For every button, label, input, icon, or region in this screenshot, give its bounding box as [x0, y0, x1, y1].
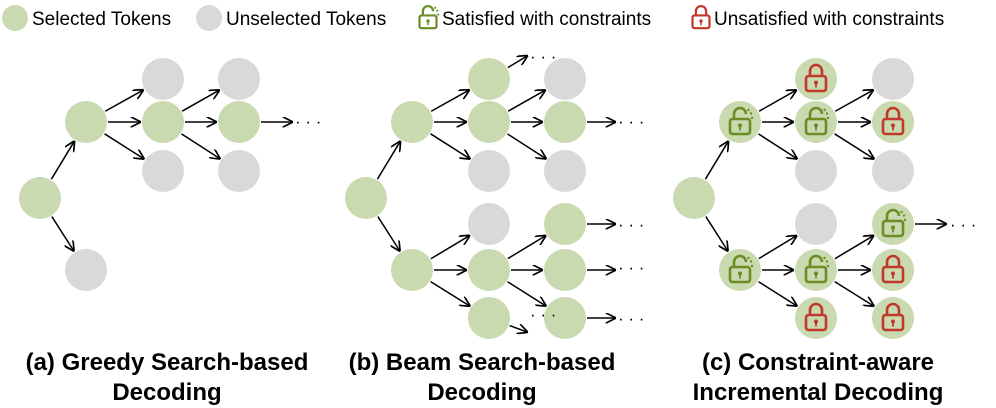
token-node-a2 [65, 249, 107, 291]
legend-unselected-swatch [196, 5, 222, 31]
legend-selected-label: Selected Tokens [32, 9, 171, 30]
edge-c0-c1 [704, 142, 728, 180]
token-node-c6 [872, 58, 914, 100]
unlocked-padlock-icon [804, 254, 830, 284]
caption-c-line1: (c) Constraint-aware [702, 349, 934, 376]
edge-a1-a5 [104, 133, 144, 159]
token-node-b8 [544, 150, 586, 192]
locked-padlock-icon [881, 254, 905, 284]
unlocked-padlock-icon [418, 5, 440, 30]
token-node-a7 [218, 101, 260, 143]
legend-unlocked-padlock-icon [418, 5, 440, 30]
locked-padlock-icon [881, 302, 905, 332]
edge-b1-b3 [430, 90, 469, 112]
edge-a4-a6 [181, 90, 219, 112]
ellipses: · · · · · · · · · · · · · · · · · · · · … [295, 47, 976, 328]
unlocked-padlock-icon [881, 208, 907, 238]
edge-c2-c11 [758, 281, 797, 306]
edge-c10-c12 [834, 236, 873, 260]
legend-locked-padlock-icon [691, 5, 711, 30]
edge-c4-c6 [834, 90, 873, 112]
edge-b2-b11 [430, 281, 470, 306]
ellipsis-b-mid: · · · [618, 112, 644, 131]
ellipsis-a: · · · [295, 112, 321, 131]
edge-a0-a1 [50, 142, 74, 180]
ellipsis-c: · · · [950, 215, 976, 234]
legend-unsatisfied-label: Unsatisfied with constraints [714, 9, 944, 30]
token-node-b9 [468, 203, 510, 245]
ellipsis-b-low2: · · · [618, 258, 644, 277]
token-node-b12 [544, 203, 586, 245]
edge-c1-c5 [758, 133, 796, 159]
legend-unselected-label: Unselected Tokens [226, 9, 386, 30]
legend: Selected Tokens Unselected Tokens Satisf… [2, 5, 944, 31]
edge-b2-b9 [430, 236, 469, 260]
caption-b-line1: (b) Beam Search-based [349, 349, 616, 376]
edges [50, 56, 946, 332]
legend-selected-swatch [2, 5, 28, 31]
locked-padlock-icon [691, 5, 711, 30]
locked-padlock-icon [804, 302, 828, 332]
token-node-b11 [468, 297, 510, 339]
edge-b1-b5 [430, 133, 470, 159]
unlocked-padlock-icon [804, 106, 830, 136]
captions: (a) Greedy Search-based Decoding (b) Bea… [26, 349, 944, 406]
token-node-c0 [673, 177, 715, 219]
token-node-b14 [544, 297, 586, 339]
caption-a-line2: Decoding [112, 379, 221, 406]
edge-b11-continuation [509, 326, 527, 332]
token-node-c5 [795, 150, 837, 192]
ellipsis-b-low1: · · · [618, 215, 644, 234]
token-node-a5 [142, 150, 184, 192]
token-node-b10 [468, 249, 510, 291]
edge-b4-b8 [507, 133, 545, 159]
token-node-b13 [544, 249, 586, 291]
token-node-a4 [142, 101, 184, 143]
edge-a4-a8 [181, 133, 219, 159]
edge-a1-a3 [104, 90, 143, 112]
token-node-c9 [795, 203, 837, 245]
edge-b3-continuation [507, 56, 527, 69]
caption-b-line2: Decoding [427, 379, 536, 406]
token-node-c8 [872, 150, 914, 192]
ellipsis-b-bottom: · · · [530, 305, 556, 324]
unlocked-padlock-icon [728, 106, 754, 136]
token-node-b6 [544, 58, 586, 100]
edge-b10-b14 [507, 281, 546, 306]
caption-c-line2: Incremental Decoding [693, 379, 944, 406]
token-node-a3 [142, 58, 184, 100]
locked-padlock-icon [881, 106, 905, 136]
token-node-a8 [218, 150, 260, 192]
token-node-a0 [19, 177, 61, 219]
token-node-b0 [345, 177, 387, 219]
ellipsis-b-top: · · · [530, 47, 556, 66]
edge-b4-b6 [507, 90, 545, 112]
edge-c2-c9 [758, 236, 797, 260]
edge-c10-c14 [834, 281, 874, 306]
token-node-b4 [468, 101, 510, 143]
token-node-b2 [391, 249, 433, 291]
caption-a-line1: (a) Greedy Search-based [26, 349, 309, 376]
unlocked-padlock-icon [728, 254, 754, 284]
edge-c1-c3 [758, 90, 796, 112]
ellipsis-b-low3: · · · [618, 309, 644, 328]
token-node-a1 [65, 101, 107, 143]
edge-a0-a2 [51, 216, 74, 251]
edge-b0-b1 [376, 142, 400, 180]
nodes [19, 58, 914, 339]
edge-b10-b12 [507, 236, 546, 260]
token-node-b1 [391, 101, 433, 143]
token-node-b5 [468, 150, 510, 192]
legend-satisfied-label: Satisfied with constraints [442, 9, 651, 30]
token-node-b3 [468, 58, 510, 100]
token-node-b7 [544, 101, 586, 143]
locked-padlock-icon [804, 63, 828, 93]
token-node-a6 [218, 58, 260, 100]
edge-c0-c2 [705, 216, 728, 251]
edge-b0-b2 [377, 216, 400, 251]
edge-c4-c8 [834, 133, 874, 159]
